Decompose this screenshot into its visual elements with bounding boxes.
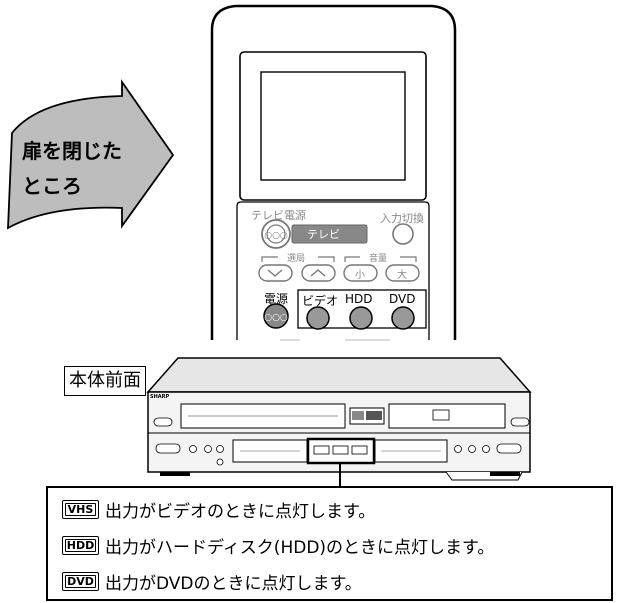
brand-label: SHARP	[150, 394, 170, 400]
legend-text-dvd: 出力がDVDのときに点灯します。	[105, 573, 362, 594]
hdd-label: HDD	[345, 292, 373, 306]
channel-label: 選局	[287, 254, 306, 264]
dvd-label: DVD	[389, 292, 416, 306]
legend-row-dvd: DVD 出力がDVDのときに点灯します。	[62, 568, 362, 594]
video-label: ビデオ	[302, 294, 339, 308]
tv-power-label: テレビ電源	[251, 209, 306, 222]
input-switch-label: 入力切換	[380, 212, 424, 225]
vhs-badge: VHS	[62, 499, 99, 519]
legend-row-hdd: HDD 出力がハードディスク(HDD)のときに点灯します。	[62, 532, 494, 558]
front-panel-label: 本体前面	[64, 366, 146, 396]
svg-text:○○○: ○○○	[264, 231, 288, 241]
legend-text-vhs: 出力がビデオのときに点灯します。	[105, 501, 376, 522]
dvd-badge: DVD	[62, 571, 99, 591]
volume-small-label: 小	[355, 270, 365, 281]
power-label: 電源	[264, 292, 289, 306]
tv-button-label: テレビ	[307, 228, 340, 241]
arrow-label-line2: ところ	[22, 174, 82, 198]
hdd-badge: HDD	[62, 535, 99, 555]
volume-large-label: 大	[397, 270, 407, 281]
legend-text-hdd: 出力がハードディスク(HDD)のときに点灯します。	[105, 537, 495, 558]
volume-label: 音量	[369, 254, 388, 264]
indicator-legend: VHS 出力がビデオのときに点灯します。 HDD 出力がハードディスク(HDD)…	[46, 486, 613, 601]
legend-row-vhs: VHS 出力がビデオのときに点灯します。	[62, 496, 375, 522]
arrow-label-line1: 扉を閉じた	[22, 139, 122, 163]
svg-text:○○○: ○○○	[264, 313, 288, 323]
